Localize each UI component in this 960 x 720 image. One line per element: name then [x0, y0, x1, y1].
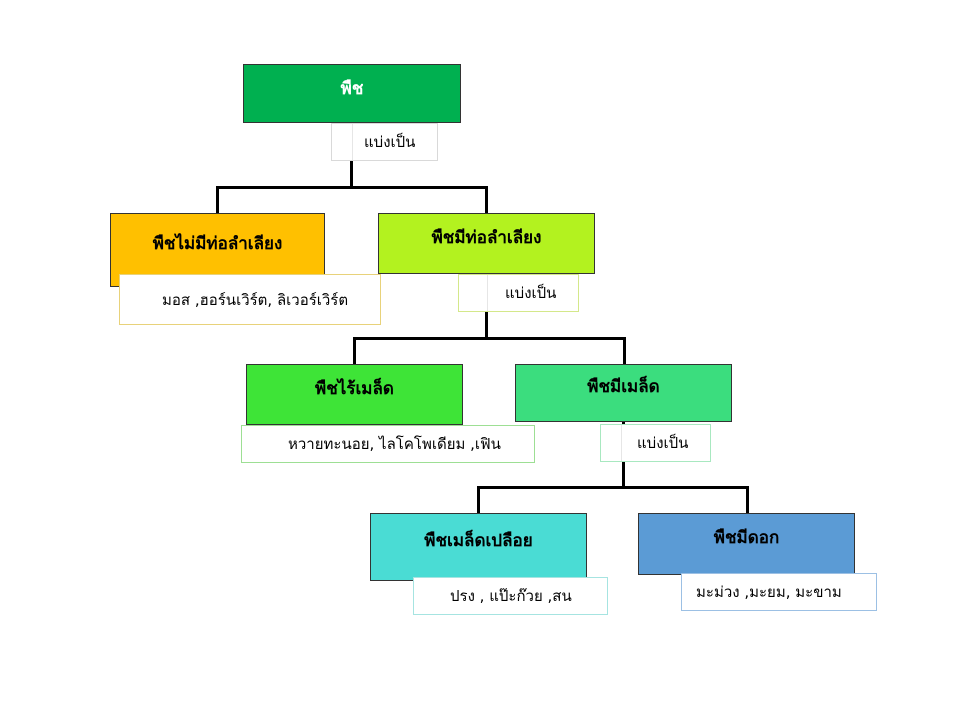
connector-seed-bar	[477, 486, 749, 489]
node-gymnosperm-label: พืชเมล็ดเปลือย	[424, 531, 533, 551]
examples-seedless: หวายทะนอย, ไลโคโพเดียม ,เฟิน	[241, 425, 535, 463]
connector-seedless-drop	[353, 337, 356, 365]
examples-nonvascular-text: มอส ,ฮอร์นเวิร์ต, ลิเวอร์เวิร์ต	[162, 290, 349, 309]
examples-angiosperm-text: มะม่วง ,มะยม, มะขาม	[696, 583, 842, 601]
connector-seed-drop	[623, 337, 626, 365]
split-label-seed-text: แบ่งเป็น	[637, 434, 689, 452]
examples-gymnosperm: ปรง , แป๊ะก๊วย ,สน	[413, 577, 608, 615]
node-seedless-label: พืชไร้เมล็ด	[315, 379, 394, 399]
split-label-root: แบ่งเป็น	[331, 123, 438, 161]
split-label-root-text: แบ่งเป็น	[364, 133, 416, 151]
examples-gymnosperm-text: ปรง , แป๊ะก๊วย ,สน	[450, 587, 572, 605]
node-seed: พืชมีเมล็ด	[515, 364, 732, 422]
node-gymnosperm: พืชเมล็ดเปลือย	[370, 513, 587, 581]
node-seedless: พืชไร้เมล็ด	[246, 364, 463, 425]
node-angiosperm-label: พืชมีดอก	[713, 528, 780, 548]
node-seed-label: พืชมีเมล็ด	[587, 377, 660, 397]
split-label-vascular-text: แบ่งเป็น	[505, 284, 557, 302]
split-label-vascular: แบ่งเป็น	[458, 274, 579, 312]
node-vascular: พืชมีท่อลำเลียง	[378, 213, 595, 274]
connector-vascular-bar	[353, 337, 626, 340]
examples-angiosperm: มะม่วง ,มะยม, มะขาม	[681, 573, 877, 611]
connector-nonvascular-drop	[216, 186, 219, 214]
node-plant-label: พืช	[340, 79, 364, 99]
connector-gymnosperm-drop	[477, 486, 480, 514]
examples-nonvascular: มอส ,ฮอร์นเวิร์ต, ลิเวอร์เวิร์ต	[119, 274, 381, 325]
node-nonvascular-label: พืชไม่มีท่อลำเลียง	[152, 234, 283, 254]
node-plant: พืช	[243, 64, 461, 123]
connector-angiosperm-drop	[746, 486, 749, 514]
examples-seedless-text: หวายทะนอย, ไลโคโพเดียม ,เฟิน	[288, 435, 501, 453]
connector-root-bar	[216, 186, 488, 189]
split-label-seed: แบ่งเป็น	[600, 424, 711, 462]
connector-vascular-drop	[485, 186, 488, 214]
node-angiosperm: พืชมีดอก	[638, 513, 855, 575]
node-vascular-label: พืชมีท่อลำเลียง	[431, 228, 542, 248]
